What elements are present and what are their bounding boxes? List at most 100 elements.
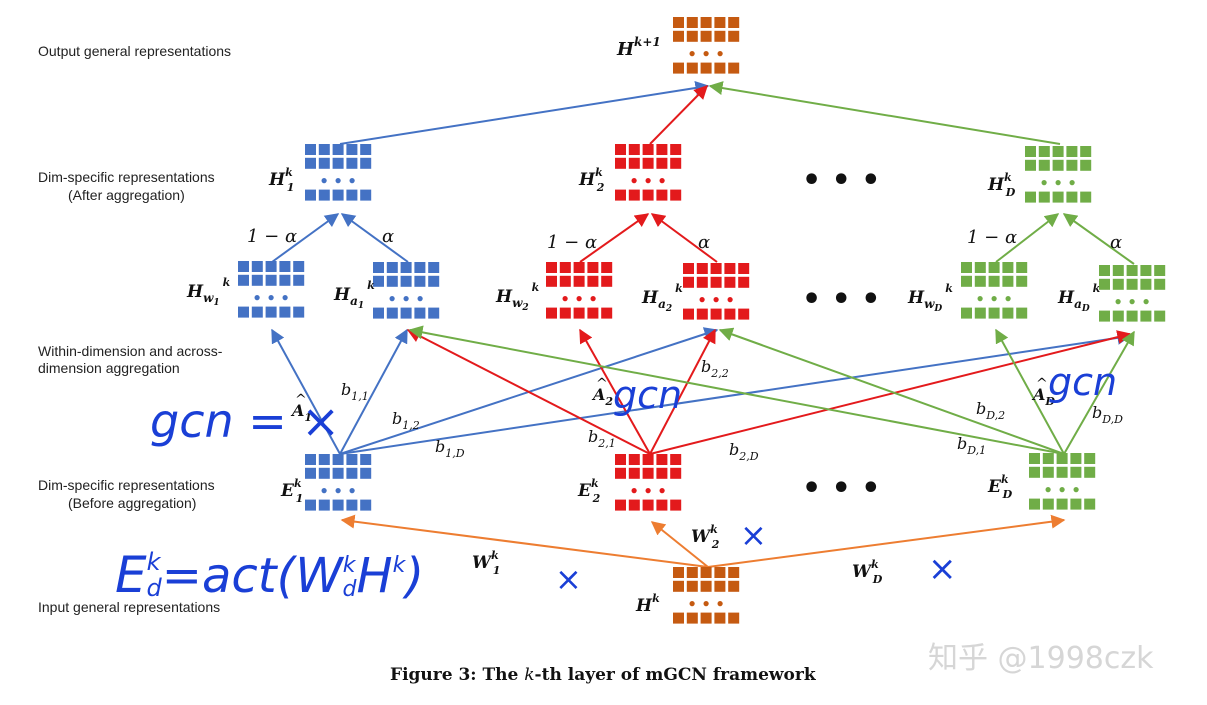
block-dot (576, 296, 582, 302)
block-cell (1112, 278, 1124, 290)
block-cell (1025, 146, 1036, 157)
block-cell (673, 30, 684, 42)
block-cell (360, 467, 372, 479)
label-a1: A1 (290, 401, 312, 424)
block-cell (1084, 453, 1096, 464)
block-ha2 (683, 263, 750, 320)
a1-hat: ^ (295, 392, 307, 408)
block-hwd (961, 262, 1028, 319)
edge-hw1-h1 (271, 213, 340, 263)
block-cell (696, 308, 708, 320)
hand-gcn-mid: gcn (613, 373, 682, 417)
block-dot (335, 488, 341, 494)
edge-hwd-hd (995, 213, 1060, 263)
block-cell (738, 308, 750, 320)
block-hd (1025, 146, 1092, 203)
edge-h2-hnext (649, 85, 708, 145)
block-dot (645, 178, 651, 184)
block-dot (1115, 299, 1121, 305)
label-a2: A2 (591, 385, 613, 408)
block-dot (977, 296, 983, 302)
block-cell (628, 454, 640, 465)
edge-e1-had (339, 330, 1132, 455)
block-dot (321, 178, 327, 184)
block-cell (332, 499, 344, 511)
block-cell (546, 275, 557, 287)
block-cell (587, 262, 599, 273)
block-cell (1112, 310, 1124, 322)
block-cell (318, 144, 330, 155)
block-cell (615, 189, 626, 201)
block-cell (615, 499, 626, 511)
edge-e1-ha1 (339, 328, 408, 455)
block-dot (631, 488, 637, 494)
block-dot (689, 601, 695, 607)
hand-gcn-right: gcn (1048, 360, 1117, 404)
block-cell (696, 276, 708, 288)
block-cell (714, 612, 726, 624)
block-dot (1041, 180, 1047, 186)
block-cell (686, 580, 698, 592)
block-cell (1029, 453, 1040, 464)
block-cell (251, 306, 263, 318)
block-cell (1042, 498, 1054, 510)
block-cell (332, 144, 344, 155)
block-cell (1070, 498, 1082, 510)
block-cell (656, 144, 668, 155)
block-cell (628, 467, 640, 479)
block-h1 (305, 144, 372, 201)
block-cell (428, 307, 440, 319)
weight-1-alpha-right: 1 − α (967, 227, 1017, 248)
block-cell (546, 307, 557, 319)
block-dot (659, 178, 665, 184)
block-cell (587, 275, 599, 287)
block-cell (673, 580, 684, 592)
edge-label-b12: b1,2 (392, 409, 420, 432)
block-cell (724, 263, 736, 274)
block-cell (728, 62, 740, 74)
block-cell (1038, 191, 1050, 203)
block-dot (417, 296, 423, 302)
block-cell (710, 276, 722, 288)
label-hw2: Hw2k (495, 281, 540, 313)
block-ha1 (373, 262, 440, 319)
block-cell (332, 157, 344, 169)
block-cell (656, 467, 668, 479)
block-cell (656, 499, 668, 511)
block-cell (683, 308, 694, 320)
edge-label-b11: b1,1 (341, 380, 369, 403)
block-cell (628, 144, 640, 155)
block-cell (961, 262, 972, 273)
block-cell (714, 580, 726, 592)
block-cell (988, 307, 1000, 319)
label-had: HaDk (1057, 282, 1101, 314)
block-cell (642, 499, 654, 511)
block-cell (696, 263, 708, 274)
weight-alpha-left: α (382, 226, 394, 247)
block-dot (689, 51, 695, 57)
block-cell (700, 62, 712, 74)
block-cell (360, 157, 372, 169)
block-cell (305, 454, 316, 465)
block-cell (738, 263, 750, 274)
block-cell (974, 262, 986, 273)
block-cell (615, 467, 626, 479)
block-cell (670, 467, 682, 479)
block-cell (428, 262, 440, 273)
block-dot (1055, 180, 1061, 186)
hand-x-3: × (928, 549, 957, 589)
block-cell (974, 275, 986, 287)
edge-label-b21: b2,1 (588, 427, 616, 450)
block-e2 (615, 454, 682, 511)
block-cell (559, 262, 571, 273)
block-ed (1029, 453, 1096, 510)
block-cell (673, 612, 684, 624)
block-dot (1073, 487, 1079, 493)
hand-x-2: × (740, 516, 767, 554)
block-cell (714, 62, 726, 74)
block-cell (1084, 498, 1096, 510)
block-cell (332, 454, 344, 465)
